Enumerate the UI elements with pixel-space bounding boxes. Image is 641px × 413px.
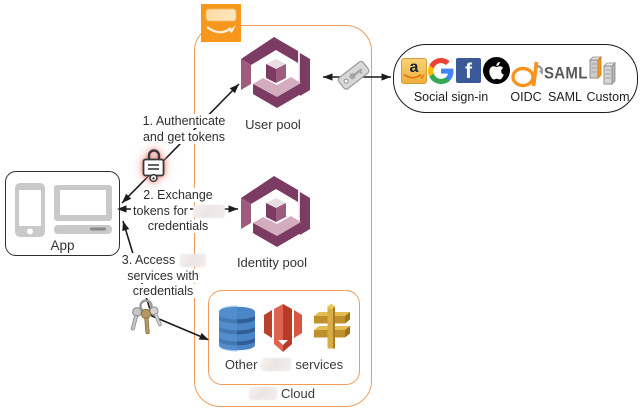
step2-line1: 2. Exchange <box>141 188 215 202</box>
redacted-word <box>249 387 278 400</box>
redacted-word <box>192 204 225 218</box>
other-services-label-after: services <box>295 357 344 372</box>
redacted-aws-wordmark <box>206 9 236 21</box>
step1-line2: and get tokens <box>140 129 227 144</box>
cognito-identity-pool-icon <box>241 176 310 247</box>
step2-line3: credentials <box>145 219 211 233</box>
step3-line2: services with <box>125 268 201 283</box>
step2-annotation: 2. Exchange tokens for credentials <box>118 188 238 235</box>
other-services-label: Other services <box>209 357 359 372</box>
facebook-icon: f <box>456 58 481 83</box>
cognito-user-pool-icon <box>241 37 310 108</box>
identity-pool-label: Identity pool <box>236 255 308 270</box>
step1-annotation: 1. Authenticate and get tokens <box>132 114 236 145</box>
step3-line1: 3. Access <box>119 253 178 269</box>
app-box: App <box>5 171 120 256</box>
laptop-icon <box>54 185 112 234</box>
apple-icon <box>483 57 510 84</box>
other-services-label-before: Other <box>224 357 258 372</box>
step1-line1: 1. Authenticate <box>140 114 228 128</box>
key-tag-icon <box>337 60 370 90</box>
redacted-word <box>261 358 292 371</box>
dynamodb-icon <box>219 305 255 352</box>
amazon-login-icon: a <box>401 58 427 84</box>
step3-annotation: 3. Access services with credentials <box>112 253 214 300</box>
amazon-smile-small-icon <box>403 73 425 79</box>
user-pool-label: User pool <box>245 117 301 132</box>
phone-icon <box>15 183 45 237</box>
saml-logo: SAML <box>544 64 588 83</box>
cloud-label: Cloud <box>281 386 315 401</box>
aws-logo-icon <box>201 4 241 42</box>
cloud-label-row: Cloud <box>194 386 370 401</box>
google-icon <box>428 58 454 84</box>
amazon-smile-icon <box>206 25 236 34</box>
keys-icon <box>130 299 162 335</box>
social-sign-in-label: Social sign-in <box>413 90 489 104</box>
saml-label: SAML <box>547 90 583 104</box>
s3-icon <box>264 304 302 352</box>
gold-service-icon <box>314 303 350 349</box>
redacted-word <box>180 254 207 268</box>
oidc-icon <box>511 61 543 88</box>
step2-line2: tokens for <box>131 203 190 219</box>
lock-icon <box>142 149 165 183</box>
other-services-box: Other services <box>208 290 360 385</box>
app-label: App <box>50 238 75 253</box>
custom-idp-icon <box>589 56 616 85</box>
amazon-letter: a <box>409 59 419 76</box>
custom-label: Custom <box>586 90 630 104</box>
identity-providers-box: a f SAML <box>393 44 638 113</box>
oidc-label: OIDC <box>510 90 542 104</box>
step3-line3: credentials <box>130 284 196 298</box>
